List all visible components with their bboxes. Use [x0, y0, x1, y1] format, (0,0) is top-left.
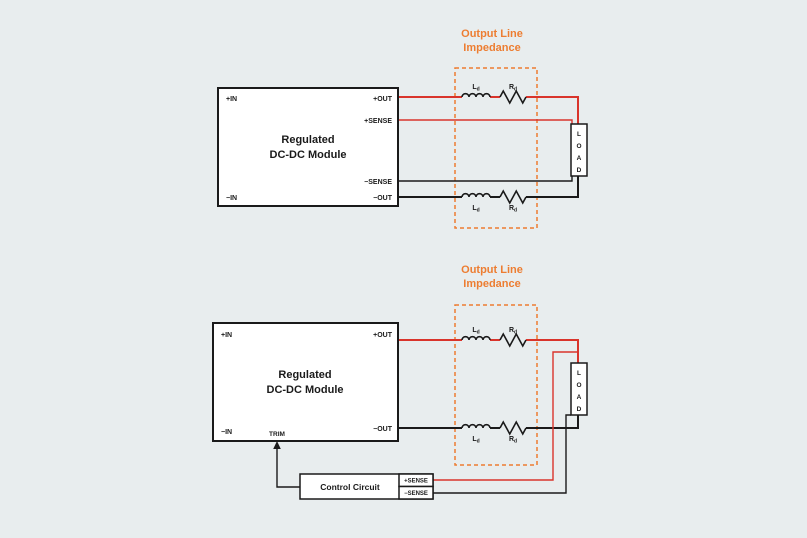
resistor-label-main: R	[509, 327, 514, 334]
inductor-label-main: L	[472, 327, 477, 334]
pin-label-out-neg: −OUT	[373, 195, 393, 202]
impedance-title-line1: Output Line	[461, 28, 523, 40]
resistor-label-sub: d	[514, 208, 517, 214]
resistor-symbol	[499, 332, 527, 348]
pin-label-trim: TRIM	[269, 431, 285, 438]
control-sense-neg-terminal	[398, 485, 434, 500]
pin-label-in-pos: +IN	[226, 96, 237, 103]
resistor-label: Rd	[509, 327, 517, 336]
impedance-dashed-box	[454, 304, 538, 466]
resistor-label-sub: d	[514, 330, 517, 336]
control-circuit-label: Control Circuit	[320, 482, 380, 492]
module-title-line1: Regulated	[278, 369, 331, 381]
dcdc-module-box	[212, 322, 399, 442]
wire-positive-output	[398, 96, 579, 124]
resistor-symbol	[499, 189, 527, 205]
resistor-label: Rd	[509, 436, 517, 445]
load-letter: O	[576, 143, 581, 150]
pin-label-sense-pos: +SENSE	[364, 118, 392, 125]
inductor-symbol	[461, 423, 491, 429]
inductor-label-main: L	[472, 205, 477, 212]
dcdc-module-box	[217, 87, 399, 207]
module-title-line2: DC-DC Module	[270, 149, 347, 161]
resistor-symbol	[499, 420, 527, 436]
wire-control-sense-positive	[433, 351, 578, 481]
load-letter: L	[577, 131, 581, 138]
resistor-label-main: R	[509, 205, 514, 212]
load-letter: D	[577, 167, 582, 174]
wire-negative-output	[398, 415, 579, 429]
trim-feedback-wire	[276, 448, 300, 488]
resistor-label: Rd	[509, 84, 517, 93]
impedance-title-line2: Impedance	[463, 278, 520, 290]
pin-label-out-pos: +OUT	[373, 332, 393, 339]
resistor-label-main: R	[509, 84, 514, 91]
impedance-dashed-box	[454, 67, 538, 229]
wire-negative-sense	[398, 176, 573, 182]
load-box	[570, 123, 588, 177]
impedance-title-line2: Impedance	[463, 42, 520, 54]
module-title-line2: DC-DC Module	[267, 384, 344, 396]
resistor-symbol	[499, 89, 527, 105]
diagram-top: Output Line Impedance Ld Rd Ld Rd Regula…	[217, 28, 588, 229]
resistor-label: Rd	[509, 205, 517, 214]
inductor-label-sub: d	[477, 439, 480, 445]
inductor-symbol	[461, 92, 491, 98]
resistor-label-sub: d	[514, 439, 517, 445]
control-sense-pos-label: +SENSE	[404, 479, 428, 485]
load-letter: A	[577, 394, 582, 401]
inductor-symbol	[461, 192, 491, 198]
module-title-line1: Regulated	[281, 134, 334, 146]
wire-negative-output	[398, 176, 579, 198]
resistor-label-sub: d	[514, 87, 517, 93]
inductor-label: Ld	[472, 327, 479, 336]
load-letter: O	[576, 382, 581, 389]
trim-arrowhead-icon	[273, 441, 281, 449]
load-letter: L	[577, 370, 581, 377]
inductor-label-sub: d	[477, 330, 480, 336]
diagram-bottom: Output Line Impedance Ld Rd Ld Rd Regula…	[212, 264, 588, 500]
load-box	[570, 362, 588, 416]
inductor-label: Ld	[472, 436, 479, 445]
impedance-title-line1: Output Line	[461, 264, 523, 276]
inductor-symbol	[461, 335, 491, 341]
inductor-label-main: L	[472, 84, 477, 91]
load-letter: D	[577, 406, 582, 413]
load-letter: A	[577, 155, 582, 162]
wire-positive-sense	[398, 119, 573, 124]
inductor-label-main: L	[472, 436, 477, 443]
inductor-label-sub: d	[477, 87, 480, 93]
pin-label-in-neg: −IN	[221, 429, 232, 436]
pin-label-in-neg: −IN	[226, 195, 237, 202]
inductor-label-sub: d	[477, 208, 480, 214]
inductor-label: Ld	[472, 84, 479, 93]
inductor-label: Ld	[472, 205, 479, 214]
wire-control-sense-negative	[433, 414, 571, 494]
resistor-label-main: R	[509, 436, 514, 443]
pin-label-in-pos: +IN	[221, 332, 232, 339]
pin-label-sense-neg: −SENSE	[364, 179, 392, 186]
pin-label-out-pos: +OUT	[373, 96, 393, 103]
wire-positive-output	[398, 339, 579, 363]
pin-label-out-neg: −OUT	[373, 426, 393, 433]
control-sense-neg-label: −SENSE	[404, 491, 428, 497]
